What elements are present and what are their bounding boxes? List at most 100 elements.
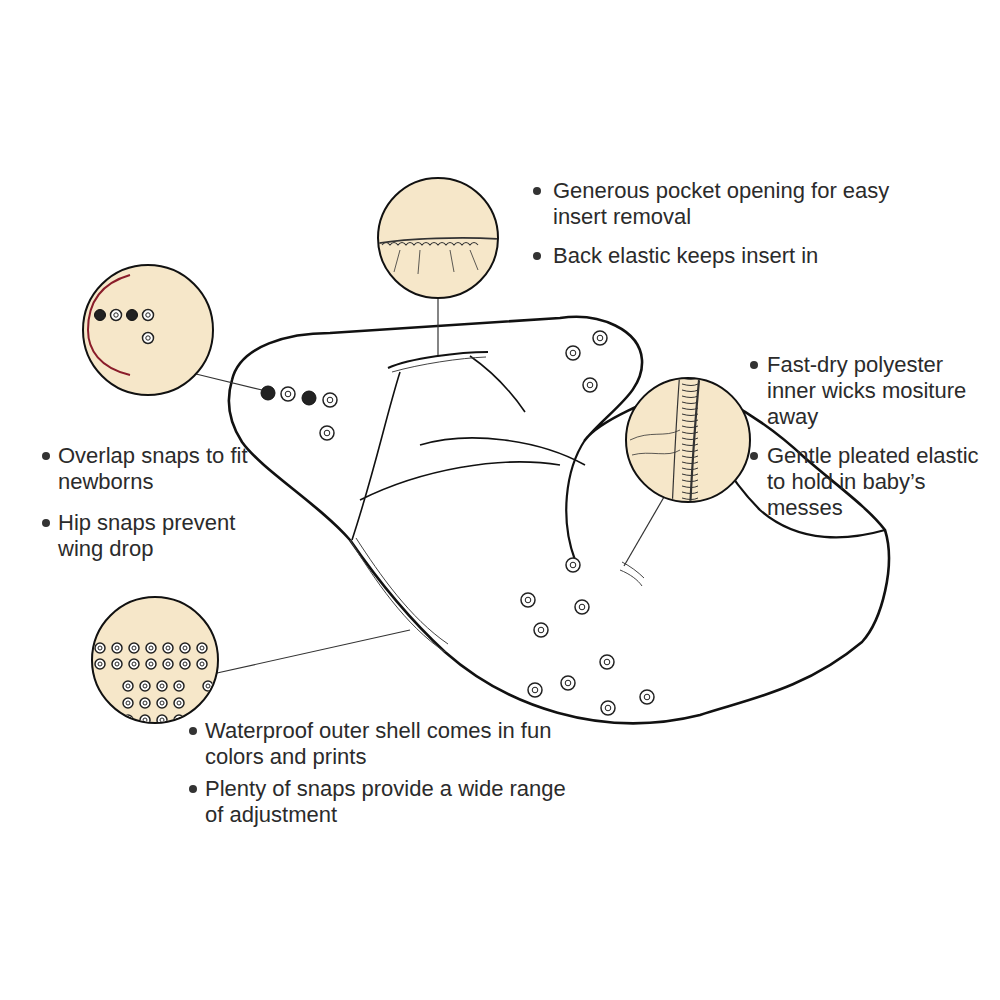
snap <box>123 681 133 691</box>
snap-center <box>285 391 291 397</box>
snap <box>180 659 190 669</box>
diaper-outline <box>229 317 889 723</box>
detail-circle <box>92 597 218 723</box>
snap <box>146 643 156 653</box>
snap-center <box>206 684 210 688</box>
pleat <box>682 444 698 446</box>
snap <box>593 331 607 345</box>
snap <box>534 623 548 637</box>
snap <box>197 659 207 669</box>
snap <box>174 681 184 691</box>
snap <box>123 715 133 725</box>
snap-center <box>587 382 593 388</box>
snap-detail <box>88 275 154 375</box>
leg-elastic <box>350 538 448 652</box>
snaps <box>261 331 654 715</box>
snap-center <box>146 336 150 340</box>
snap-center <box>570 350 576 356</box>
pleat <box>682 438 698 440</box>
snap <box>140 698 150 708</box>
pleat <box>682 390 698 392</box>
leader-line <box>437 298 438 355</box>
snap-center <box>166 662 170 666</box>
snap-center <box>177 684 181 688</box>
snap <box>140 715 150 725</box>
snap <box>157 698 167 708</box>
pleat <box>682 402 698 404</box>
snap-center <box>183 662 187 666</box>
snap <box>320 426 334 440</box>
pleat <box>682 372 698 374</box>
snap-center <box>200 646 204 650</box>
snap-center <box>114 313 118 317</box>
snap <box>157 715 167 725</box>
bullet <box>533 252 541 260</box>
pleat <box>682 492 698 494</box>
snap <box>566 346 580 360</box>
snap-center <box>115 662 119 666</box>
snap <box>129 643 139 653</box>
pleat <box>682 474 698 476</box>
snap-center <box>579 604 585 610</box>
detail-circle <box>83 265 213 395</box>
callout-text: Plenty of snaps provide a wide range of … <box>205 776 567 828</box>
snap-center <box>98 646 102 650</box>
snap-center <box>604 659 610 665</box>
snap-center <box>570 562 576 568</box>
back-elastic <box>392 357 486 372</box>
snap <box>111 310 122 321</box>
snap <box>112 643 122 653</box>
snap <box>143 310 154 321</box>
snap-center <box>143 684 147 688</box>
snap-center <box>525 597 531 603</box>
leader-lines <box>196 298 664 673</box>
snaps <box>95 643 213 725</box>
snap <box>95 659 105 669</box>
snap <box>163 643 173 653</box>
snap-center <box>132 646 136 650</box>
snap <box>566 558 580 572</box>
snap-center <box>160 718 164 722</box>
snap <box>123 698 133 708</box>
pleat <box>682 468 698 470</box>
bullet <box>750 361 758 369</box>
snap-center <box>538 627 544 633</box>
snap <box>302 391 316 405</box>
wing-edge <box>88 275 130 375</box>
pleat <box>682 426 698 428</box>
snap-center <box>565 680 571 686</box>
detail-circle <box>626 378 750 502</box>
snaps <box>95 310 154 344</box>
bullets <box>42 187 758 793</box>
snap-center <box>146 313 150 317</box>
callout-text: Fast-dry polyester inner wicks mositure … <box>767 352 982 430</box>
bullet <box>750 452 758 460</box>
snap <box>600 655 614 669</box>
callout-text: Generous pocket opening for easy insert … <box>553 178 898 230</box>
snap <box>261 386 275 400</box>
pleat <box>682 384 698 386</box>
snap <box>575 600 589 614</box>
snap <box>561 676 575 690</box>
bullet <box>189 785 197 793</box>
snap-center <box>115 646 119 650</box>
snap <box>521 593 535 607</box>
pleat <box>682 504 698 506</box>
pleat <box>682 450 698 452</box>
snap <box>143 333 154 344</box>
bullet <box>533 187 541 195</box>
snap-center <box>177 718 181 722</box>
snap <box>157 681 167 691</box>
pleat <box>682 396 698 398</box>
pleat <box>682 420 698 422</box>
snap <box>146 659 156 669</box>
snap <box>174 698 184 708</box>
snap <box>174 715 184 725</box>
pleat <box>682 498 698 500</box>
pleat <box>682 462 698 464</box>
snap-center <box>126 701 130 705</box>
snap-center <box>132 662 136 666</box>
snap <box>140 681 150 691</box>
callout-text: Overlap snaps to fit newborns <box>58 443 258 495</box>
leader-line <box>196 374 262 390</box>
